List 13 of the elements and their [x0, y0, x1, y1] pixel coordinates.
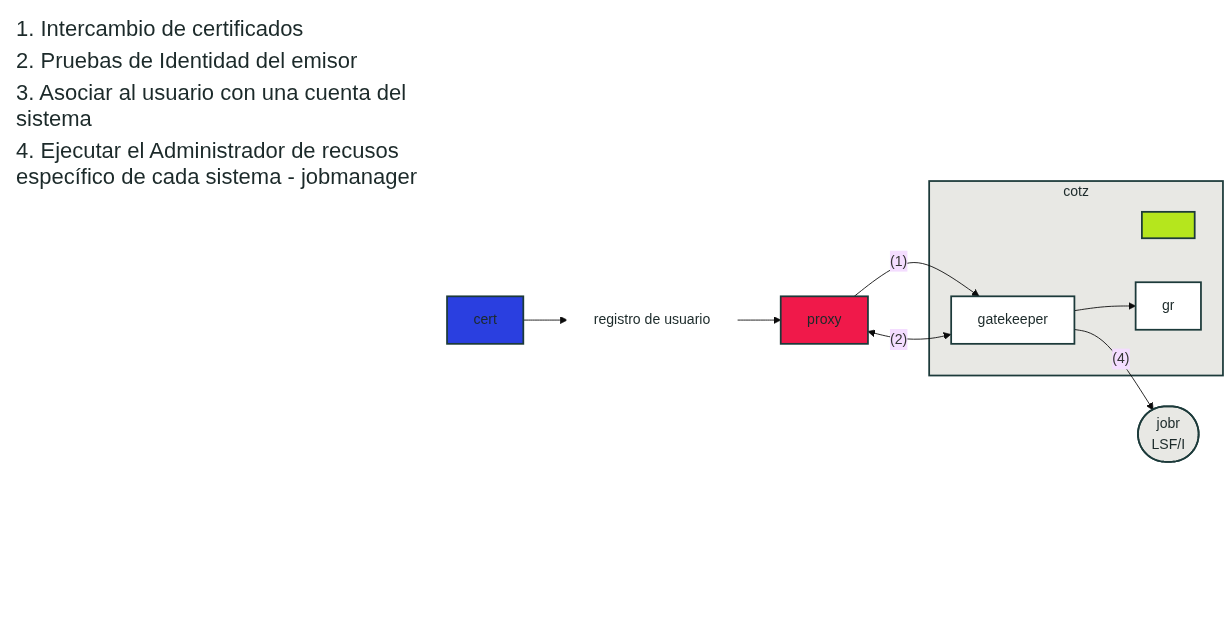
list-item-text: 1. Intercambio de certificados: [16, 16, 305, 42]
edge-label: (1): [889, 252, 908, 268]
node-box: gatekeeper: [950, 295, 1076, 345]
node-box: cert: [446, 295, 525, 345]
edge-label: (4): [1112, 350, 1130, 366]
node-text: registro de usuario: [593, 311, 711, 327]
node-box: gr: [1134, 280, 1202, 331]
node-box: proxy: [779, 295, 869, 345]
list-item-text: 2. Pruebas de Identidad del emisor: [16, 48, 359, 74]
node-box: [1141, 210, 1196, 239]
list-item-text: 4. Ejecutar el Administrador de recusos específico de cada sistema - jobmanager: [16, 138, 419, 190]
list-item-text: 3. Asociar al usuario con una cuenta del sistema: [16, 80, 408, 132]
edge-label: (2): [889, 331, 908, 347]
